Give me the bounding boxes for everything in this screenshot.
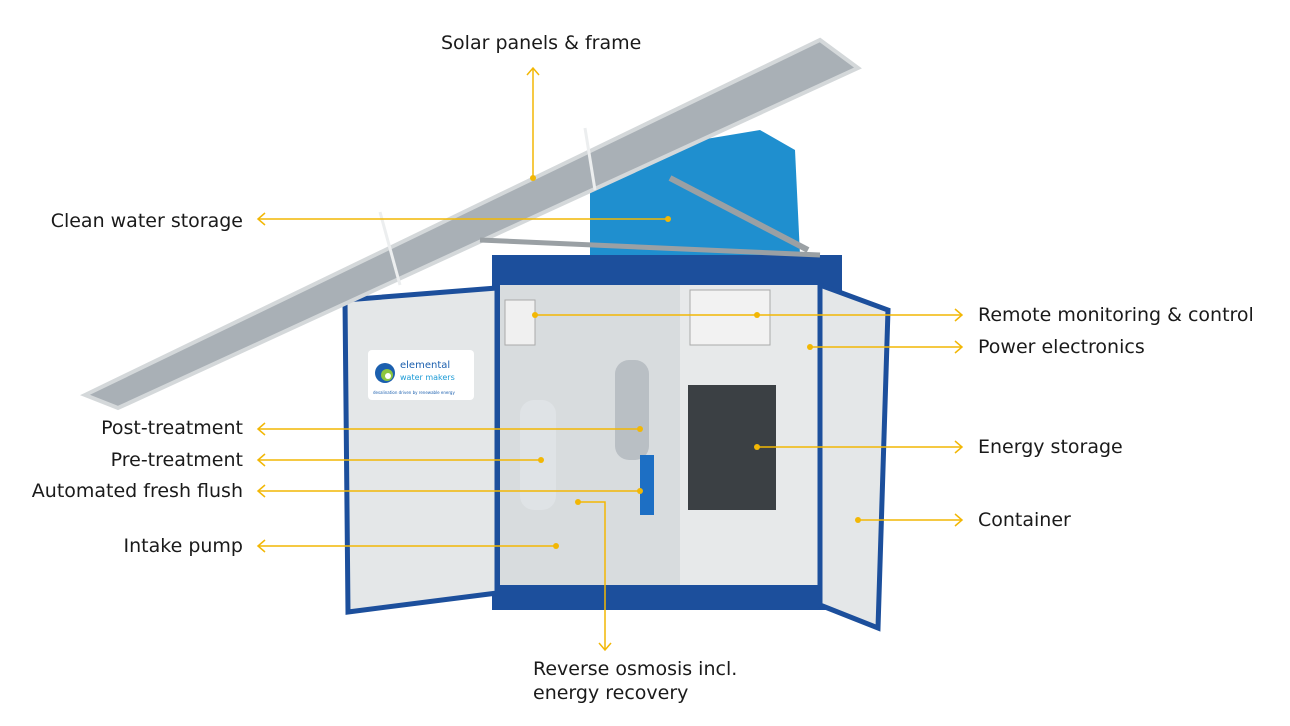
svg-text:elemental: elemental xyxy=(400,360,450,371)
label-remote-monitoring: Remote monitoring & control xyxy=(978,304,1254,326)
label-automated-fresh-flush: Automated fresh flush xyxy=(31,480,243,502)
left-door xyxy=(342,285,500,615)
label-reverse-osmosis-line2: energy recovery xyxy=(533,682,689,704)
solar-panels xyxy=(80,37,862,411)
label-pre-treatment: Pre-treatment xyxy=(110,449,243,471)
label-reverse-osmosis-line1: Reverse osmosis incl. xyxy=(533,658,738,680)
label-post-treatment: Post-treatment xyxy=(101,417,243,439)
label-intake-pump: Intake pump xyxy=(123,535,243,557)
label-solar-panels: Solar panels & frame xyxy=(441,32,642,54)
svg-text:water makers: water makers xyxy=(400,373,455,382)
right-door xyxy=(817,281,891,632)
label-clean-water-storage: Clean water storage xyxy=(50,210,243,232)
callout-lines xyxy=(256,66,964,652)
label-power-electronics: Power electronics xyxy=(978,336,1145,358)
callout-dots xyxy=(530,175,861,549)
label-container: Container xyxy=(978,509,1071,531)
elemental-logo: elemental water makers desalination driv… xyxy=(368,350,474,400)
svg-text:desalination driven by renewab: desalination driven by renewable energy xyxy=(373,390,455,395)
label-energy-storage: Energy storage xyxy=(978,436,1123,458)
